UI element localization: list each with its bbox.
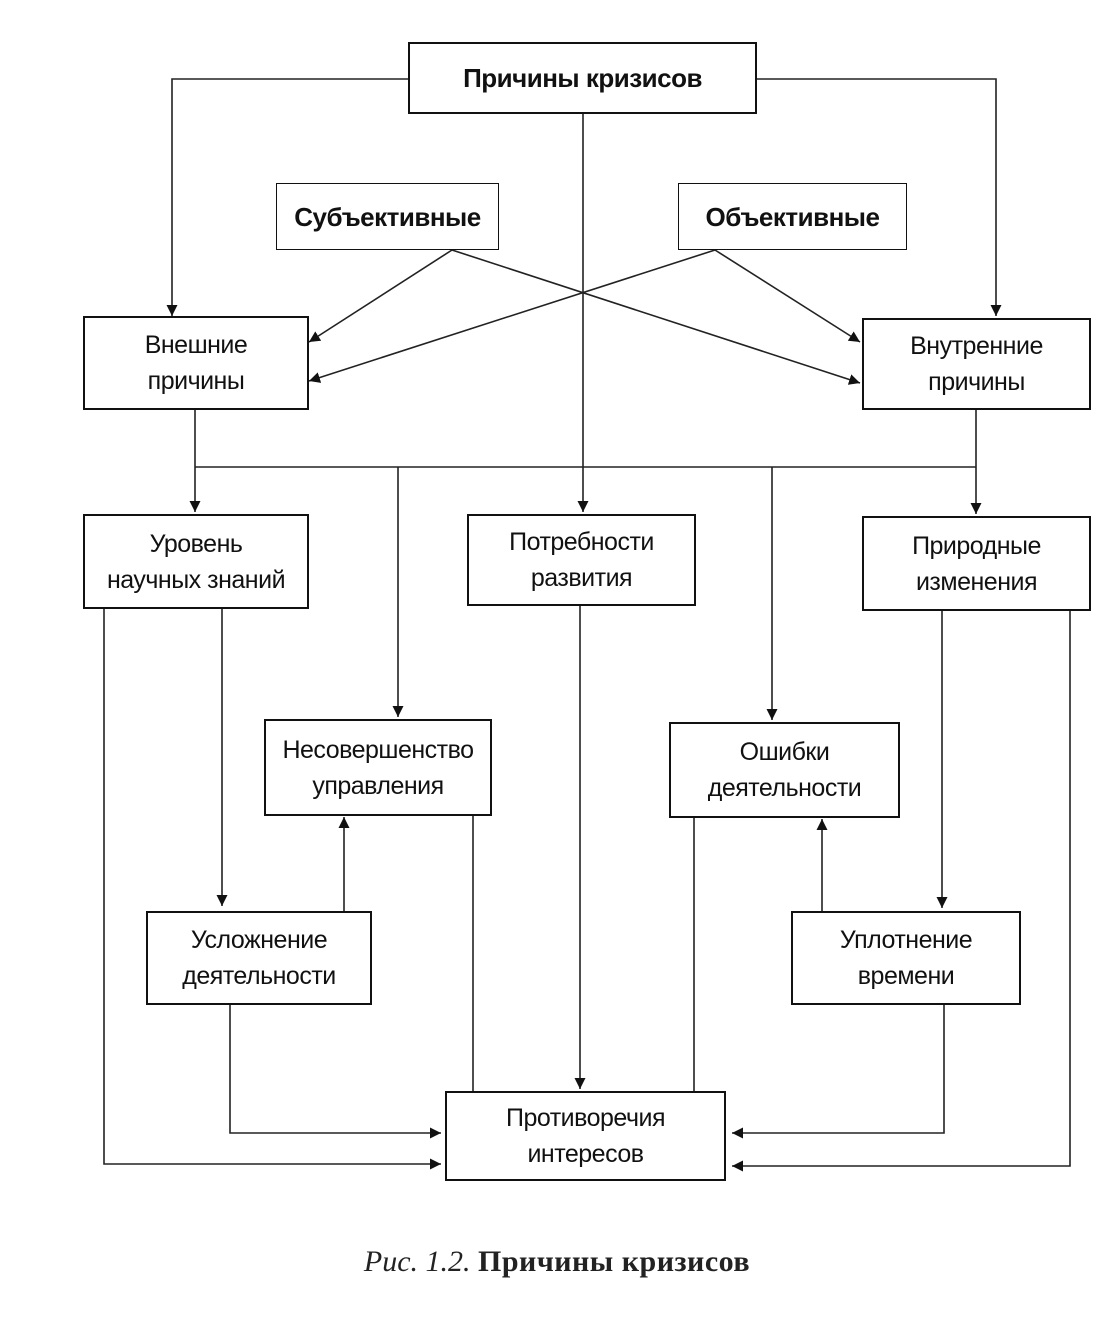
node-management: Несовершенство управления [264,719,492,816]
node-root: Причины кризисов [408,42,757,114]
node-compression: Уплотнение времени [791,911,1021,1005]
node-management-label: Несовершенство управления [282,735,474,800]
caption-label: Рис. 1.2. [363,1245,471,1278]
edge-compression-contradictions [732,1005,945,1139]
node-compression-label: Уплотнение времени [839,926,973,990]
edge-complexity-contradictions [229,1005,441,1139]
node-errors: Ошибки деятельности [669,722,900,818]
node-complexity-label: Усложнение деятельности [182,926,336,990]
edge-root-external [166,78,410,316]
edge-objective-external [308,249,716,383]
edge-subjective-external [308,249,453,343]
node-errors-label: Ошибки деятельности [707,738,862,802]
node-development-label: Потребности развития [509,528,654,592]
node-internal-label: Внутренние причины [910,332,1043,396]
edge-subjective-internal [451,249,861,385]
node-complexity: Усложнение деятельности [146,911,372,1005]
edge-nature-contradictions [732,611,1071,1172]
node-objective: Объективные [678,183,907,250]
edge-root-internal [755,78,1002,316]
node-external: Внешние причины [83,316,309,410]
node-subjective-label: Субъективные [294,201,481,232]
node-contradictions: Противоречия интересов [445,1091,726,1181]
edge-knowledge-contradictions [103,609,441,1170]
node-external-label: Внешние причины [144,331,248,395]
node-knowledge: Уровень научных знаний [83,514,309,609]
node-development: Потребности развития [467,514,696,606]
figure-caption: Рис. 1.2. Причины кризисов [0,1245,1114,1279]
node-contradictions-label: Противоречия интересов [505,1104,666,1168]
node-subjective: Субъективные [276,183,499,250]
node-internal: Внутренние причины [862,318,1091,410]
node-nature: Природные изменения [862,516,1091,611]
node-root-label: Причины кризисов [463,63,702,93]
caption-title: Причины кризисов [478,1245,751,1278]
node-knowledge-label: Уровень научных знаний [106,529,286,594]
edge-objective-internal [714,249,861,343]
node-nature-label: Природные изменения [912,531,1041,596]
node-objective-label: Объективные [705,201,880,232]
